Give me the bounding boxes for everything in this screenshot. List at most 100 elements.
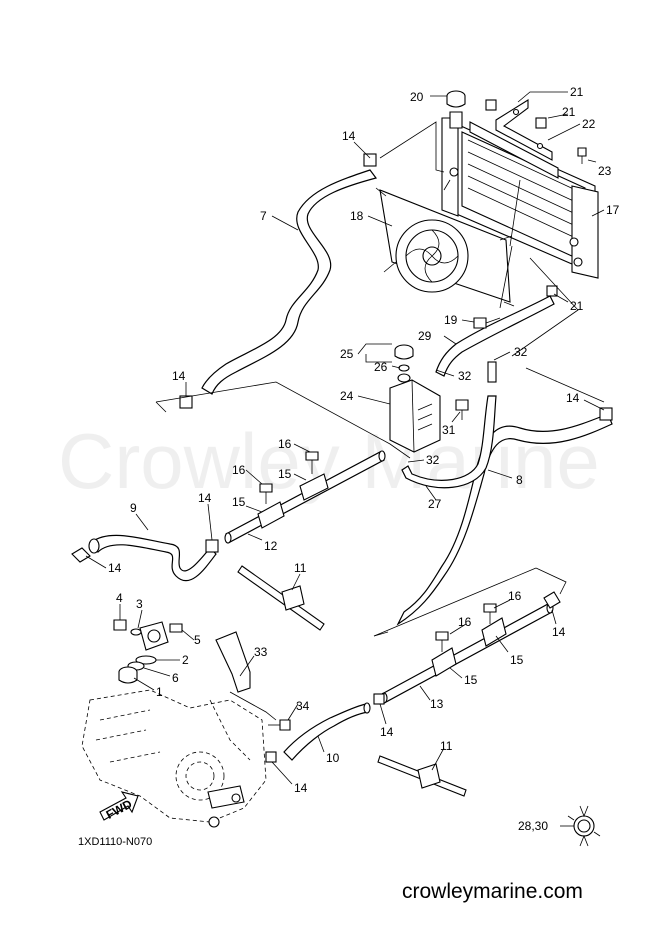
- radiator-cap: [446, 90, 466, 129]
- bolt-16-pipe13-left: [435, 631, 449, 652]
- bolt-31: [455, 399, 469, 420]
- bolt-19: [473, 317, 501, 329]
- callout-17: 17: [606, 203, 620, 217]
- engine-block: [81, 689, 267, 828]
- clamp-14-hose10: [373, 693, 385, 705]
- callout-12: 12: [264, 539, 278, 553]
- callout-11-b: 11: [440, 739, 453, 753]
- callout-22: 22: [582, 117, 596, 131]
- clamp-14-lower: [265, 751, 277, 763]
- clamp-14-hose9: [205, 539, 219, 553]
- damper-21-lower: [546, 285, 558, 297]
- hose-7: [201, 169, 378, 395]
- bracket-33: [215, 631, 251, 693]
- damper-21-top-left: [485, 99, 497, 111]
- callout-5: 5: [194, 633, 201, 647]
- fwd-arrow: FWD: [99, 791, 139, 822]
- reservoir-tank: [389, 373, 441, 453]
- callout-14-f: 14: [552, 625, 566, 639]
- callout-24: 24: [340, 389, 354, 403]
- tank-cap-25: [394, 344, 414, 360]
- clamp-14-left: [71, 547, 91, 563]
- callout-19: 19: [444, 313, 458, 327]
- callout-10: 10: [326, 751, 340, 765]
- washer-3: [130, 628, 142, 636]
- radiator: [441, 117, 599, 279]
- clamp-28-30: [567, 805, 601, 847]
- connection-lines: [155, 121, 605, 721]
- callout-11-a: 11: [294, 561, 307, 575]
- clamp-14-pipe13: [543, 591, 561, 609]
- callout-32-a: 32: [514, 345, 528, 359]
- callout-14-c: 14: [566, 391, 580, 405]
- callout-18: 18: [350, 209, 364, 223]
- callout-7: 7: [260, 209, 267, 223]
- fan-assembly: [375, 187, 515, 307]
- callout-23: 23: [598, 164, 612, 178]
- callout-6: 6: [172, 671, 179, 685]
- callout-34: 34: [296, 699, 310, 713]
- callout-14-d: 14: [198, 491, 212, 505]
- callout-9: 9: [130, 501, 137, 515]
- callout-20: 20: [410, 90, 424, 104]
- callout-15-a: 15: [278, 467, 292, 481]
- callout-32-b: 32: [458, 369, 472, 383]
- callout-labels: 20 21 21 22 23 14 17 7 18 21 19 29 32 25…: [108, 85, 620, 833]
- callout-2: 2: [182, 653, 189, 667]
- callout-16-b: 16: [232, 463, 246, 477]
- pipe-13: [380, 602, 554, 704]
- callout-27: 27: [428, 497, 442, 511]
- callout-16-a: 16: [278, 437, 292, 451]
- hose-9: [88, 534, 217, 582]
- clamp-14-hose7-top: [363, 153, 377, 167]
- callout-4: 4: [116, 591, 123, 605]
- bolt-23: [577, 147, 587, 164]
- thermostat-cover: [139, 621, 169, 651]
- callout-13: 13: [430, 697, 444, 711]
- callout-16-c: 16: [508, 589, 522, 603]
- callout-15-d: 15: [464, 673, 478, 687]
- hose-29: [435, 295, 555, 377]
- callout-3: 3: [136, 597, 143, 611]
- callout-32-c: 32: [426, 453, 440, 467]
- bolt-34: [268, 719, 291, 731]
- callout-26: 26: [374, 360, 388, 374]
- tie-band-11-upper: [237, 565, 325, 631]
- callout-8: 8: [516, 473, 523, 487]
- callout-31: 31: [442, 423, 456, 437]
- callout-21-a: 21: [570, 85, 584, 99]
- hose-joint-32: [487, 361, 497, 383]
- radiator-bracket: [495, 99, 553, 161]
- hose-10: [283, 702, 371, 761]
- callout-14-h: 14: [294, 781, 308, 795]
- callout-33: 33: [254, 645, 268, 659]
- thermostat-1: [118, 666, 138, 684]
- callout-16-d: 16: [458, 615, 472, 629]
- callout-25: 25: [340, 347, 354, 361]
- callout-14-g: 14: [380, 725, 394, 739]
- bolt-16-lower: [259, 483, 273, 504]
- callout-15-b: 15: [232, 495, 246, 509]
- callout-29: 29: [418, 329, 432, 343]
- pipe-12: [224, 450, 386, 544]
- callout-28-30: 28,30: [518, 819, 548, 833]
- callout-15-c: 15: [510, 653, 524, 667]
- bolt-5: [169, 623, 183, 633]
- callout-14-e: 14: [108, 561, 122, 575]
- callout-21-c: 21: [570, 299, 584, 313]
- callout-1: 1: [156, 685, 163, 699]
- site-footer[interactable]: crowleymarine.com: [402, 880, 583, 903]
- hose-27: [401, 395, 497, 489]
- diagram-code: 1XD1110-N070: [78, 836, 153, 848]
- bolt-16-pipe13-right: [483, 603, 497, 624]
- clamp-14-hose8: [599, 407, 613, 421]
- bolt-16-upper: [305, 451, 319, 474]
- damper-21-top-right: [535, 117, 547, 129]
- leader-lines: [85, 91, 605, 827]
- tie-band-11-lower: [377, 755, 467, 797]
- callout-14-a: 14: [342, 129, 356, 143]
- callout-14-b: 14: [172, 369, 186, 383]
- callout-21-b: 21: [562, 105, 576, 119]
